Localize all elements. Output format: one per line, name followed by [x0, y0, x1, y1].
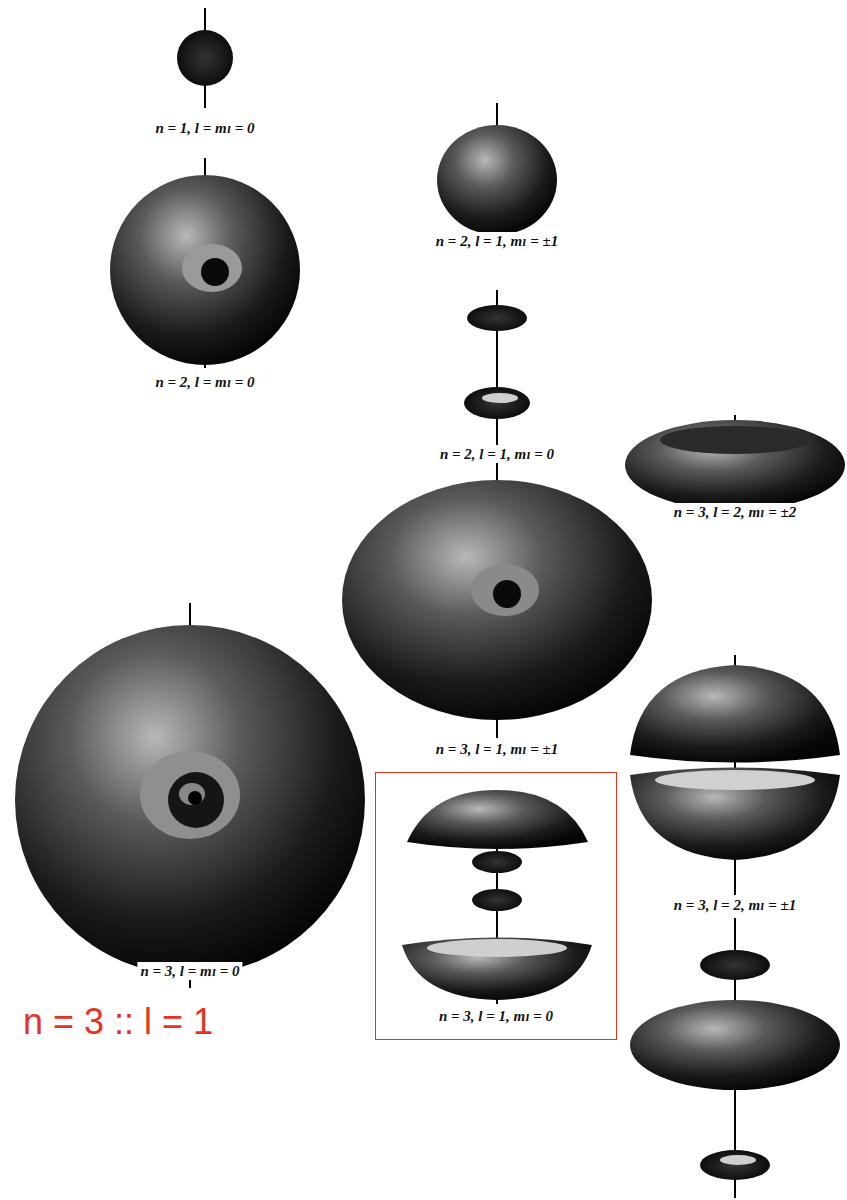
orbital-label: n = 2, l = 1, mₗ = ±1: [433, 232, 561, 250]
orbital-label: n = 1, l = mₗ = 0: [152, 119, 257, 137]
orbital-label: n = 3, l = 2, mₗ = ±2: [671, 503, 799, 521]
orbital-label: n = 2, l = 1, mₗ = 0: [437, 445, 557, 463]
orbital-label: n = 3, l = 2, mₗ = ±1: [671, 896, 799, 914]
orbital-label: n = 3, l = mₗ = 0: [137, 962, 242, 980]
highlight-box: n = 3, l = 1, mₗ = 0: [375, 772, 617, 1040]
annotation-text: n = 3 :: l = 1: [20, 1002, 216, 1042]
orbital-label: n = 2, l = mₗ = 0: [152, 373, 257, 391]
orbital-label: n = 3, l = 1, mₗ = ±1: [433, 740, 561, 758]
orbital-label: n = 3, l = 1, mₗ = 0: [436, 1007, 556, 1025]
